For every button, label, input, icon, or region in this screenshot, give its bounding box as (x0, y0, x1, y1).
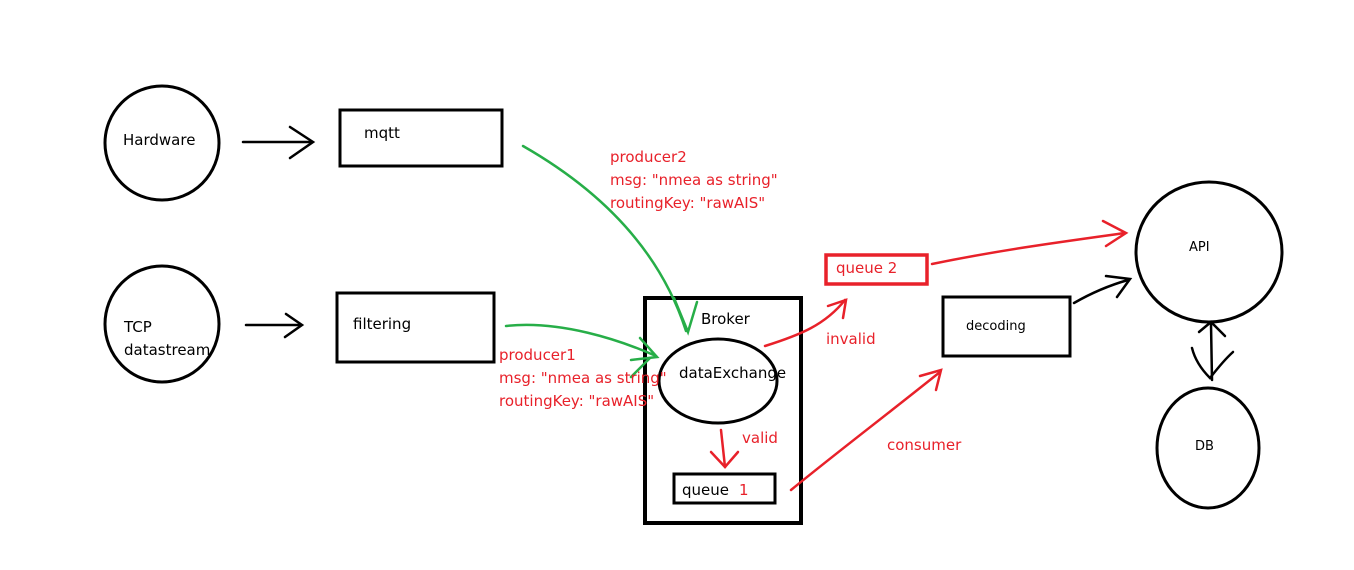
mqtt-box (338, 108, 504, 168)
producer2-msg: msg: "nmea as string" (610, 171, 778, 189)
data-exchange-label: dataExchange (679, 364, 786, 382)
arrow-mqtt-to-exchange (521, 144, 699, 336)
queue2-box (824, 253, 929, 286)
tcp-label-line1: TCP (123, 318, 152, 336)
producer2-routing: routingKey: "rawAIS" (610, 194, 765, 212)
hardware-label: Hardware (123, 131, 195, 149)
arrow-queue1-to-decoding (789, 368, 943, 492)
queue1-box (672, 472, 777, 505)
filtering-box (335, 291, 496, 364)
invalid-label: invalid (826, 330, 876, 348)
queue1-label: queue (682, 481, 729, 499)
api-label: API (1189, 240, 1210, 255)
mqtt-label: mqtt (364, 124, 400, 142)
arrow-hardware-to-mqtt (241, 125, 316, 160)
db-label: DB (1195, 439, 1214, 454)
valid-label: valid (742, 429, 778, 447)
tcp-datastream-node (103, 264, 221, 384)
arrow-tcp-to-filtering (244, 312, 305, 339)
filtering-label: filtering (353, 315, 411, 333)
decoding-label: decoding (966, 319, 1026, 334)
db-node (1155, 386, 1261, 510)
consumer-label: consumer (887, 436, 962, 454)
tcp-label-line2: datastream (124, 341, 210, 359)
queue1-number: 1 (739, 481, 749, 499)
api-node (1134, 180, 1284, 324)
producer1-routing: routingKey: "rawAIS" (499, 392, 654, 410)
producer1-msg: msg: "nmea as string" (499, 369, 667, 387)
arrow-decoding-to-api (1072, 274, 1133, 305)
data-exchange-node (657, 337, 779, 425)
broker-box (643, 296, 803, 525)
arrow-exchange-to-queue1 (709, 428, 740, 469)
arrow-queue2-to-api (930, 219, 1129, 266)
queue2-label: queue 2 (836, 259, 897, 277)
hardware-node (103, 84, 221, 202)
arrow-exchange-to-queue2 (763, 298, 848, 348)
arrow-api-db-bidirectional (1190, 320, 1235, 382)
decoding-box (941, 295, 1072, 358)
arrow-filtering-to-exchange (504, 323, 660, 379)
broker-label: Broker (701, 310, 751, 328)
producer2-name: producer2 (610, 148, 687, 166)
producer1-name: producer1 (499, 346, 576, 364)
